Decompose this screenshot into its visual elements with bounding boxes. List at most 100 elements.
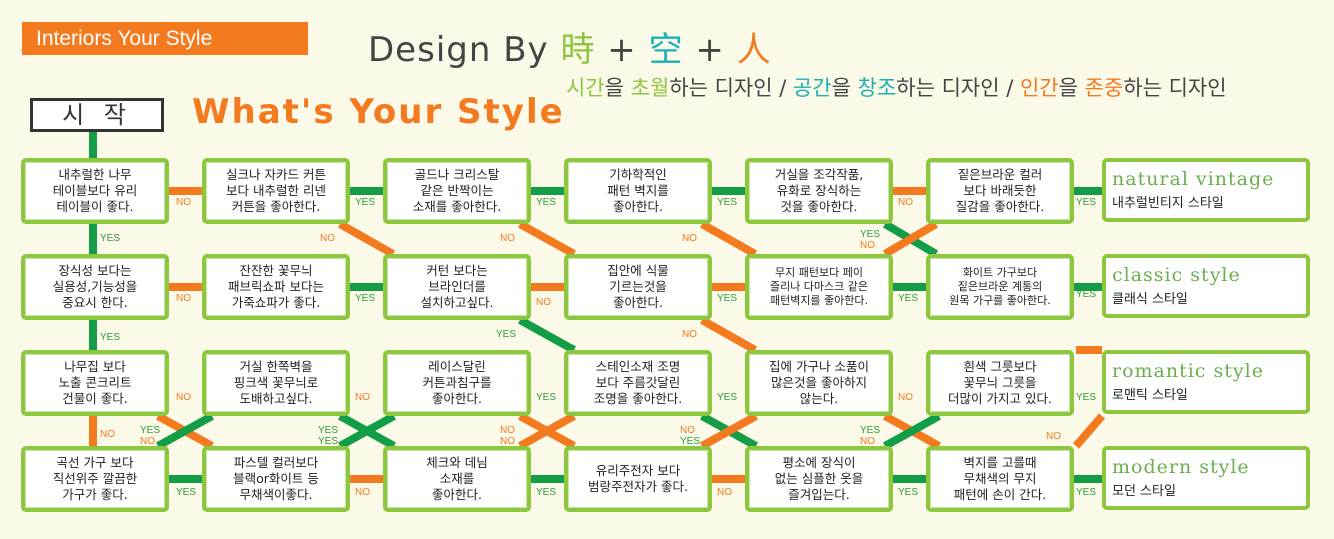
result-style-name: modern style xyxy=(1112,456,1250,478)
question-node-r3-c3: 레이스달린 커튼과침구를 좋아한다. xyxy=(383,350,531,416)
space-char: 空 xyxy=(648,30,684,70)
no-label: NO xyxy=(176,392,191,403)
result-box-1: natural vintage 내추럴빈티지 스타일 xyxy=(1102,158,1310,222)
slogan-word: 을 xyxy=(1058,76,1085,100)
diagonal-connector xyxy=(700,316,757,354)
no-label: NO xyxy=(140,436,155,447)
slogan-word: 존중 xyxy=(1084,76,1124,100)
question-node-r4-c3: 체크와 데님 소재를 좋아한다. xyxy=(383,446,531,512)
time-char: 時 xyxy=(560,30,596,70)
no-label: NO xyxy=(355,487,370,498)
yes-label: YES xyxy=(536,487,557,498)
question-node-r1-c3: 골드나 크리스탈 같은 반짝이는 소재를 좋아한다. xyxy=(383,158,531,224)
no-label: NO xyxy=(536,297,551,308)
no-label: NO xyxy=(682,329,697,340)
no-label: NO xyxy=(898,392,913,403)
result-style-korean: 모던 스타일 xyxy=(1112,484,1176,499)
result-style-name: classic style xyxy=(1112,264,1241,286)
question-node-r2-c1: 장식성 보다는 실용성,기능성을 중요시 한다. xyxy=(21,254,169,320)
diagonal-connector xyxy=(700,412,758,450)
slogan-word: 초월 xyxy=(630,76,670,100)
no-label: NO xyxy=(682,233,697,244)
yes-label: YES xyxy=(536,197,557,208)
yes-label: YES xyxy=(176,487,197,498)
result-style-name: natural vintage xyxy=(1112,168,1275,190)
slogan-word: 공간 xyxy=(792,76,832,100)
slogan-word: 하는 디자인 xyxy=(1123,76,1227,100)
diagonal-connector xyxy=(882,220,939,258)
human-char: 人 xyxy=(736,30,772,70)
no-label: NO xyxy=(680,425,695,436)
yes-label: YES xyxy=(318,436,339,447)
diagonal-connector xyxy=(156,412,214,450)
plus-sign: + xyxy=(695,30,725,70)
result-style-name: romantic style xyxy=(1112,360,1264,382)
question-node-r4-c1: 곡선 가구 보다 직선위주 깔끔한 가구가 좋다. xyxy=(21,446,169,512)
design-by-title: Design By 時 + 空 + 人 xyxy=(368,22,772,71)
yes-label: YES xyxy=(1076,289,1097,300)
diagonal-connector xyxy=(700,220,757,258)
question-node-r3-c5: 집에 가구나 소품이 많은것을 좋아하지 않는다. xyxy=(745,350,893,416)
yes-label: YES xyxy=(717,293,738,304)
yes-label: YES xyxy=(1076,197,1097,208)
question-node-r4-c5: 평소에 장식이 없는 심플한 옷을 즐겨입는다. xyxy=(745,446,893,512)
result-style-korean: 클래식 스타일 xyxy=(1112,292,1188,307)
slogan-word: 하는 디자인 / xyxy=(669,76,793,100)
no-label: NO xyxy=(100,429,115,440)
yes-label: YES xyxy=(680,436,701,447)
yes-label: YES xyxy=(536,392,557,403)
result-style-korean: 내추럴빈티지 스타일 xyxy=(1112,196,1224,211)
diagonal-connector xyxy=(518,220,576,258)
question-node-r3-c1: 나무집 보다 노출 콘크리트 건물이 좋다. xyxy=(21,350,169,416)
question-node-r2-c4: 집안에 식물 기르는것을 좋아한다. xyxy=(564,254,712,320)
question-node-r1-c4: 기하학적인 패턴 벽지를 좋아한다. xyxy=(564,158,712,224)
diagonal-connector xyxy=(518,412,576,450)
design-by-text: Design By xyxy=(368,30,549,70)
yes-label: YES xyxy=(318,425,339,436)
plus-sign: + xyxy=(607,30,637,70)
yes-label: YES xyxy=(898,293,919,304)
diagonal-connector xyxy=(338,412,396,450)
yes-label: YES xyxy=(898,487,919,498)
no-label: NO xyxy=(860,436,875,447)
yes-label: YES xyxy=(1076,487,1097,498)
question-node-r1-c2: 실크나 자카드 커튼 보다 내추럴한 리넨 커튼을 좋아한다. xyxy=(202,158,350,224)
result-box-4: modern style 모던 스타일 xyxy=(1102,446,1310,510)
no-label: NO xyxy=(500,233,515,244)
yes-label: YES xyxy=(860,425,881,436)
no-label: NO xyxy=(717,487,732,498)
start-box: 시 작 xyxy=(30,98,164,132)
yes-label: YES xyxy=(100,332,121,343)
yes-label: YES xyxy=(1076,392,1097,403)
slogan-word: 하는 디자인 / xyxy=(896,76,1020,100)
question-node-r4-c4: 유리주전자 보다 범랑주전자가 좋다. xyxy=(564,446,712,512)
question-node-r1-c1: 내추럴한 나무 테이블보다 유리 테이블이 좋다. xyxy=(21,158,169,224)
slogan-word: 인간 xyxy=(1019,76,1059,100)
question-node-r1-c6: 짙은브라운 컬러 보다 바래듯한 질감을 좋아한다. xyxy=(926,158,1074,224)
no-label: NO xyxy=(860,240,875,251)
question-node-r2-c5: 무지 패턴보다 페이 즐리나 다마스크 같은 패턴벽지를 좋아한다. xyxy=(745,254,893,320)
diagonal-connector xyxy=(518,316,576,354)
no-label: NO xyxy=(355,392,370,403)
question-node-r3-c2: 거실 한쪽벽을 핑크색 꽃무늬로 도배하고싶다. xyxy=(202,350,350,416)
no-label: NO xyxy=(176,197,191,208)
question-node-r4-c2: 파스텔 컬러보다 블랙or화이트 등 무채색이좋다. xyxy=(202,446,350,512)
yes-label: YES xyxy=(717,392,738,403)
yes-label: YES xyxy=(860,229,881,240)
question-node-r1-c5: 거실을 조각작품, 유화로 장식하는 것을 좋아한다. xyxy=(745,158,893,224)
yes-label: YES xyxy=(496,329,517,340)
yes-label: YES xyxy=(717,197,738,208)
question-node-r3-c4: 스테인소재 조명 보다 주름갓달린 조명을 좋아한다. xyxy=(564,350,712,416)
yes-label: YES xyxy=(355,293,376,304)
yes-label: YES xyxy=(140,425,161,436)
result-style-korean: 로맨틱 스타일 xyxy=(1112,388,1188,403)
no-label: NO xyxy=(1046,431,1061,442)
no-label: NO xyxy=(898,197,913,208)
slogan-word: 을 xyxy=(831,76,858,100)
brand-badge: Interiors Your Style xyxy=(22,22,308,55)
no-label: NO xyxy=(176,293,191,304)
question-node-r3-c6: 흰색 그릇보다 꽃무늬 그릇을 더많이 가지고 있다. xyxy=(926,350,1074,416)
slogan-word: 시간 xyxy=(566,76,605,100)
no-label: NO xyxy=(500,436,515,447)
